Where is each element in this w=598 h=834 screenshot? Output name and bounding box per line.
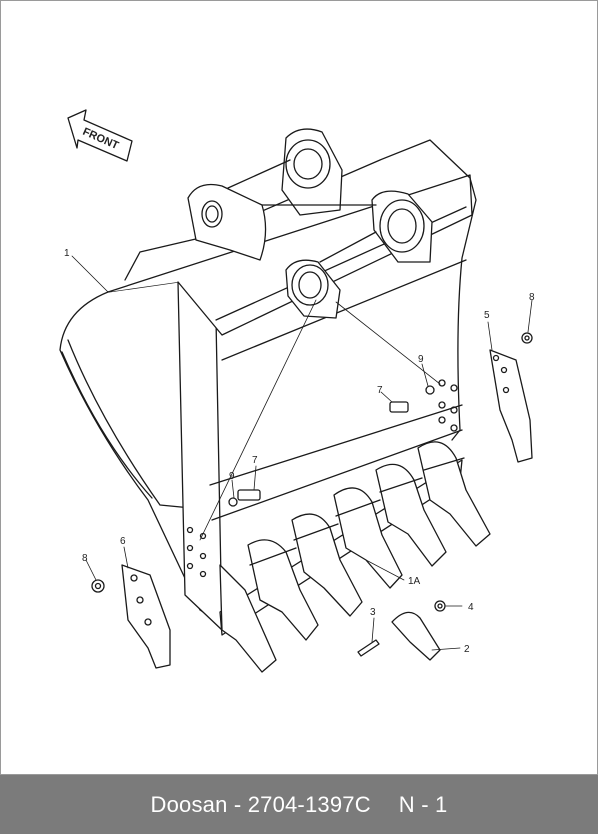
retainer-4	[434, 600, 446, 612]
callout-8-right: 8	[529, 292, 535, 303]
callout-labels: 1 1A 2 3 4 5 6 7 7 8 8 9 9	[64, 248, 535, 655]
callout-3: 3	[370, 607, 376, 618]
callout-9-top: 9	[418, 354, 424, 365]
tip-2	[391, 611, 441, 661]
side-cutter-right	[489, 349, 533, 463]
callout-2: 2	[464, 644, 470, 655]
callout-1a: 1A	[408, 576, 421, 587]
callout-9-left: 9	[229, 471, 235, 482]
side-cutter-left	[121, 564, 171, 669]
footer-bar: Doosan - 2704-1397C N - 1	[0, 775, 598, 834]
callout-6: 6	[120, 536, 126, 547]
callout-7-top: 7	[377, 385, 383, 396]
page-code: N - 1	[398, 791, 448, 817]
mounting-ears	[187, 128, 433, 319]
callout-8-left: 8	[82, 553, 88, 564]
nut-8-left	[91, 579, 105, 593]
callout-5: 5	[484, 310, 490, 321]
part-label: Doosan - 2704-1397C	[150, 791, 371, 817]
bucket-exploded-view: FRONT	[59, 109, 535, 673]
parts-diagram: FRONT	[0, 0, 598, 775]
side-bolt-holes	[186, 379, 458, 578]
leader-lines	[71, 255, 533, 651]
pin-3	[357, 639, 380, 657]
callout-7-left: 7	[252, 455, 258, 466]
bucket-teeth	[219, 441, 491, 673]
nut-8-right	[521, 332, 533, 344]
bolt-nut-7-left	[228, 489, 261, 507]
callout-4: 4	[468, 602, 474, 613]
callout-1: 1	[64, 248, 70, 259]
front-arrow-icon: FRONT	[67, 109, 133, 162]
bolt-nut-7-top	[389, 385, 435, 413]
